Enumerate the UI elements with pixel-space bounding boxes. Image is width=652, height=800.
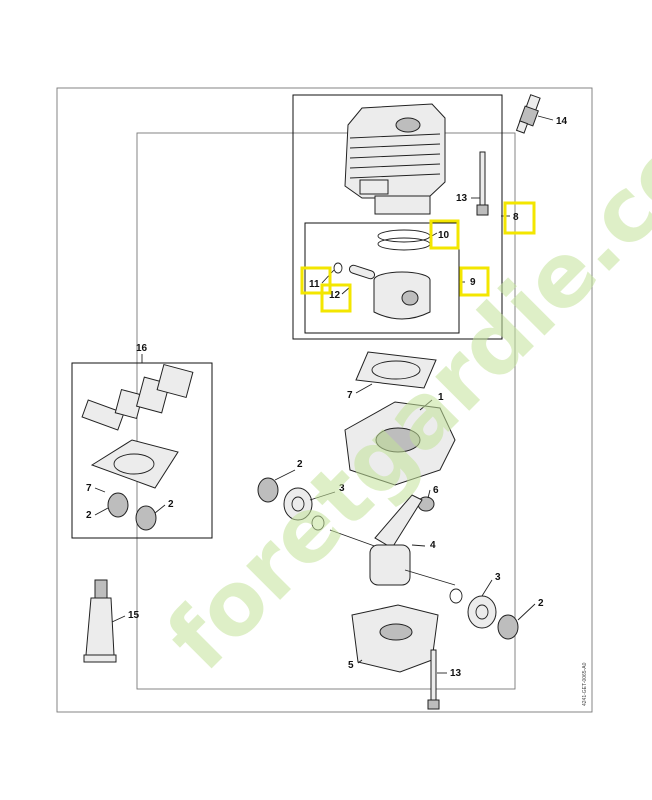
callout-14: 14 — [556, 116, 568, 127]
callout-10: 10 — [438, 230, 450, 241]
highlight-10 — [429, 219, 460, 250]
callout-11: 11 — [309, 279, 320, 290]
callout-3-left: 3 — [339, 483, 345, 494]
callout-13-bottom: 13 — [450, 668, 462, 679]
piston-part — [373, 271, 431, 320]
seal-left-part — [257, 477, 279, 503]
seal-right-part — [497, 614, 519, 640]
callout-2-left: 2 — [297, 459, 303, 470]
callout-6: 6 — [433, 485, 439, 496]
document-id: 4241-GET-0065-A0 — [582, 662, 588, 706]
highlight-9 — [459, 266, 490, 297]
callout-7-kit: 7 — [86, 483, 92, 494]
callout-4: 4 — [430, 540, 436, 551]
crankshaft-part — [329, 494, 456, 586]
callout-2-kit-right: 2 — [168, 499, 174, 510]
callout-2-right: 2 — [538, 598, 544, 609]
callout-5: 5 — [348, 660, 354, 671]
cylinder-part — [344, 103, 446, 215]
callout-7-main: 7 — [347, 390, 353, 401]
highlight-8 — [503, 201, 536, 235]
bearing-right-part — [467, 595, 497, 629]
piston-rings-part — [377, 229, 431, 251]
spark-plug-part — [515, 94, 541, 134]
crankcase-bottom-part — [351, 604, 439, 673]
ring-left-part — [311, 515, 325, 531]
circlip-part — [333, 262, 343, 274]
ring-right-part — [449, 588, 463, 604]
callout-9: 9 — [470, 277, 476, 288]
bolt-top-part — [476, 151, 489, 216]
highlight-11 — [300, 266, 332, 295]
cylinder-box — [292, 94, 503, 340]
piston-box — [304, 222, 460, 334]
callout-15: 15 — [128, 610, 140, 621]
bolt-bottom-part — [427, 649, 440, 710]
cylinder-gasket-part — [355, 351, 437, 389]
highlight-12 — [320, 283, 352, 313]
gasket-kit-parts — [81, 363, 194, 531]
callout-16: 16 — [136, 343, 148, 354]
leader-lines — [94, 115, 554, 674]
callout-2-kit-left: 2 — [86, 510, 92, 521]
callout-12: 12 — [329, 290, 341, 301]
callout-8: 8 — [513, 212, 519, 223]
callout-1: 1 — [438, 392, 444, 403]
outer-frame — [56, 87, 593, 713]
callout-13-top: 13 — [456, 193, 468, 204]
grease-tube-part — [83, 579, 117, 663]
callout-3-right: 3 — [495, 572, 501, 583]
bearing-left-part — [283, 487, 313, 521]
piston-pin-part — [348, 264, 376, 280]
crankcase-top-part — [344, 401, 456, 486]
